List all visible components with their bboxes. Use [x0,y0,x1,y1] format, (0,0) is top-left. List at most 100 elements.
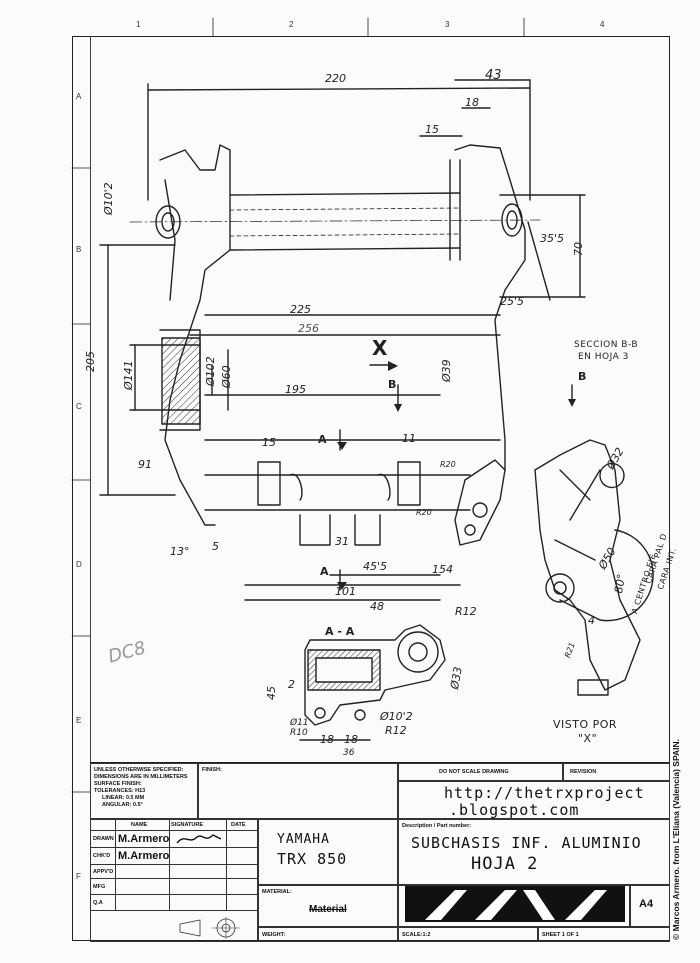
dim-70: 70 [572,242,585,256]
dim-43: 43 [485,68,502,83]
dim-r20-b: R20 [416,508,432,517]
dim-25-5: 25'5 [500,295,525,308]
revision-label: REVISION [570,769,597,775]
dim-15-top: 15 [425,123,439,136]
dim-154: 154 [432,563,453,576]
dim-205: 205 [84,351,97,372]
grid-row-d: D [76,560,82,569]
note-line: SURFACE FINISH: [94,781,142,787]
scale-cell: SCALE:1:2 [398,927,538,942]
logo-cell [398,885,630,927]
section-a-top: A [318,433,327,446]
note-line: ANGULAR: 0.5° [102,802,143,808]
dim-11: 11 [402,432,416,445]
dim-141: Ø141 [122,360,135,390]
dim-39: Ø39 [440,359,453,382]
dim-48: 48 [370,600,384,613]
drawn-by-name: M.Armero [118,833,170,845]
dim-2: 2 [288,678,295,691]
date-header: DATE [231,822,246,828]
dim-r12-b: R12 [385,724,407,737]
grid-row-c: C [76,402,82,411]
revision-cell: REVISION [563,763,670,781]
visto-x-label: "X" [578,732,598,745]
signature-mark [176,834,222,844]
grid-row-a: A [76,92,82,101]
dim-15-mid: 15 [262,436,276,449]
do-not-scale-label: DO NOT SCALE DRAWING [439,769,509,775]
role-approved: APPV'D [93,869,114,875]
dim-45-5: 45'5 [363,560,388,573]
grid-column-4: 4 [600,20,605,29]
grid-column-3: 3 [445,20,450,29]
outer-border [72,36,670,941]
section-a-bottom: A [320,565,329,578]
model-line-2: TRX 850 [277,850,348,868]
general-notes-cell: UNLESS OTHERWISE SPECIFIED: DIMENSIONS A… [90,763,198,819]
weight-label: WEIGHT: [262,932,286,938]
dim-11-r10: Ø11 R10 [290,718,309,738]
url-cell: http://thetrxproject .blogspot.com [398,781,670,819]
role-drawn: DRAWN [93,836,114,842]
finish-cell: FINISH: [198,763,398,819]
note-line: TOLERANCES: H13 [94,788,146,794]
paper-size: A4 [639,898,654,910]
dim-18-top: 18 [465,96,479,109]
view-x-label: X [372,336,388,360]
dim-36: 36 [343,748,355,758]
dim-101: 101 [335,585,356,598]
company-logo [405,886,625,922]
side-credit: © Marcos Armero. from L'Eliana (Valencia… [671,738,681,940]
note-line: LINEAR: 0.5 mm [102,795,145,801]
dim-45: 45 [265,686,278,700]
name-header: NAME [131,822,148,828]
inner-border [90,36,670,941]
dim-18-b: 18 [344,733,358,746]
model-cell: YAMAHA TRX 850 [258,819,398,885]
dim-13-deg: 13° [170,545,190,558]
weight-cell: WEIGHT: [258,927,398,942]
signature-header: SIGNATURE [171,822,203,828]
dim-220: 220 [325,72,346,85]
dim-60: Ø60 [220,365,233,388]
dim-r20-a: R20 [440,460,456,469]
sheet-cell: SHEET 1 OF 1 [538,927,670,942]
finish-label: FINISH: [202,767,222,773]
dim-256: 256 [298,322,319,335]
dim-35-5: 35'5 [540,232,565,245]
title-block: UNLESS OTHERWISE SPECIFIED: DIMENSIONS A… [90,762,670,942]
section-b-left: B [388,378,397,391]
checked-by-name: M.Armero [118,850,170,862]
material-cell: MATERIAL: Material [258,885,398,927]
dim-10-2b: Ø10'2 [380,710,413,723]
dim-4: 4 [588,614,595,627]
material-label: MATERIAL: [262,889,292,895]
dim-91: 91 [138,458,152,471]
url-line-2: .blogspot.com [449,801,580,819]
dim-31: 31 [335,535,349,548]
dim-195: 195 [285,383,306,396]
role-checked: CHK'D [93,853,111,859]
sheet-label: SHEET 1 OF 1 [542,932,579,938]
description-line-1: SUBCHASIS INF. ALUMINIO [411,834,642,852]
grid-row-e: E [76,716,82,725]
note-line: DIMENSIONS ARE IN MILLIMETERS [94,774,188,780]
section-bb-sheet: EN HOJA 3 [578,352,629,362]
approvals-table: NAME SIGNATURE DATE DRAWN CHK'D APPV'D M… [90,819,259,942]
model-line-1: YAMAHA [277,832,330,847]
grid-column-2: 2 [289,20,294,29]
dim-225: 225 [290,303,311,316]
description-cell: Description / Part number: SUBCHASIS INF… [398,819,670,885]
paper-size-cell: A4 [630,885,670,927]
dim-5: 5 [212,540,219,553]
role-mfg: MFG [93,884,106,890]
section-aa-label: A - A [325,625,355,638]
section-bb-label: SECCION B-B [574,340,639,350]
do-not-scale-cell: DO NOT SCALE DRAWING [398,763,563,781]
role-qa: Q.A [93,900,103,906]
dim-10-2: Ø10'2 [102,182,115,215]
grid-row-b: B [76,245,82,254]
dim-18-a: 18 [320,733,334,746]
